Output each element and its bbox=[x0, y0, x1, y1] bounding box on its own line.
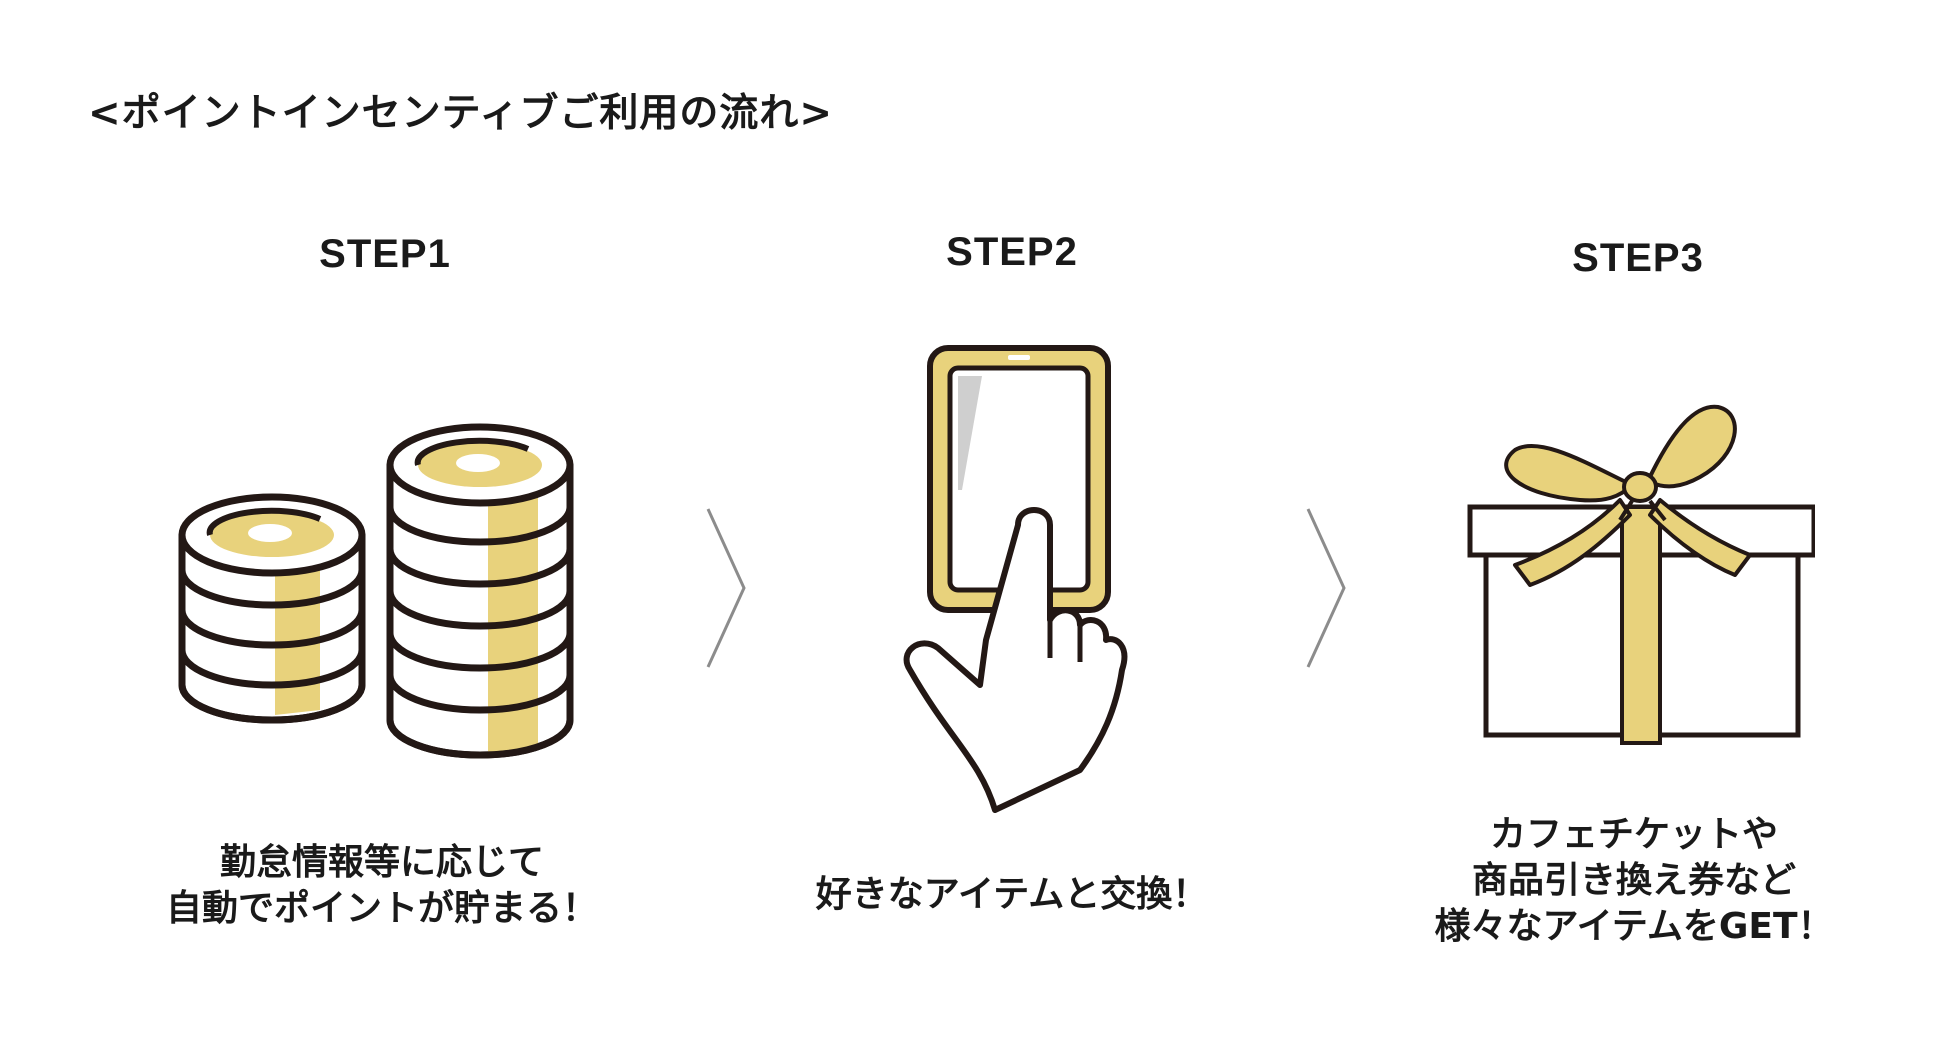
step-2-description-line-1: 好きなアイテムと交換！ bbox=[815, 874, 1209, 915]
step-3-description: カフェチケットや 商品引き換え券など 様々なアイテムをGET！ bbox=[1334, 812, 1934, 950]
step-3-description-line-2: 商品引き換え券など bbox=[1471, 860, 1796, 901]
coin-stack-icon bbox=[178, 423, 574, 759]
step-1-description-line-1: 勤怠情報等に応じて bbox=[219, 842, 544, 883]
chevron-right-icon bbox=[706, 508, 746, 668]
step-3-description-line-1: カフェチケットや bbox=[1489, 814, 1778, 855]
step-2-description: 好きなアイテムと交換！ bbox=[712, 872, 1312, 918]
step-3-description-line-3: 様々なアイテムをGET！ bbox=[1434, 906, 1834, 947]
step-1-description-line-2: 自動でポイントが貯まる！ bbox=[165, 888, 598, 929]
step-3-label: STEP3 bbox=[1572, 236, 1704, 280]
step-1-label: STEP1 bbox=[319, 232, 451, 276]
chevron-right-icon bbox=[1306, 508, 1346, 668]
smartphone-tap-icon bbox=[903, 345, 1128, 813]
gift-box-icon bbox=[1467, 404, 1815, 745]
step-1-description: 勤怠情報等に応じて 自動でポイントが貯まる！ bbox=[82, 840, 682, 932]
page-heading: <ポイントインセンティブご利用の流れ> bbox=[88, 91, 834, 136]
step-2-label: STEP2 bbox=[946, 230, 1078, 274]
